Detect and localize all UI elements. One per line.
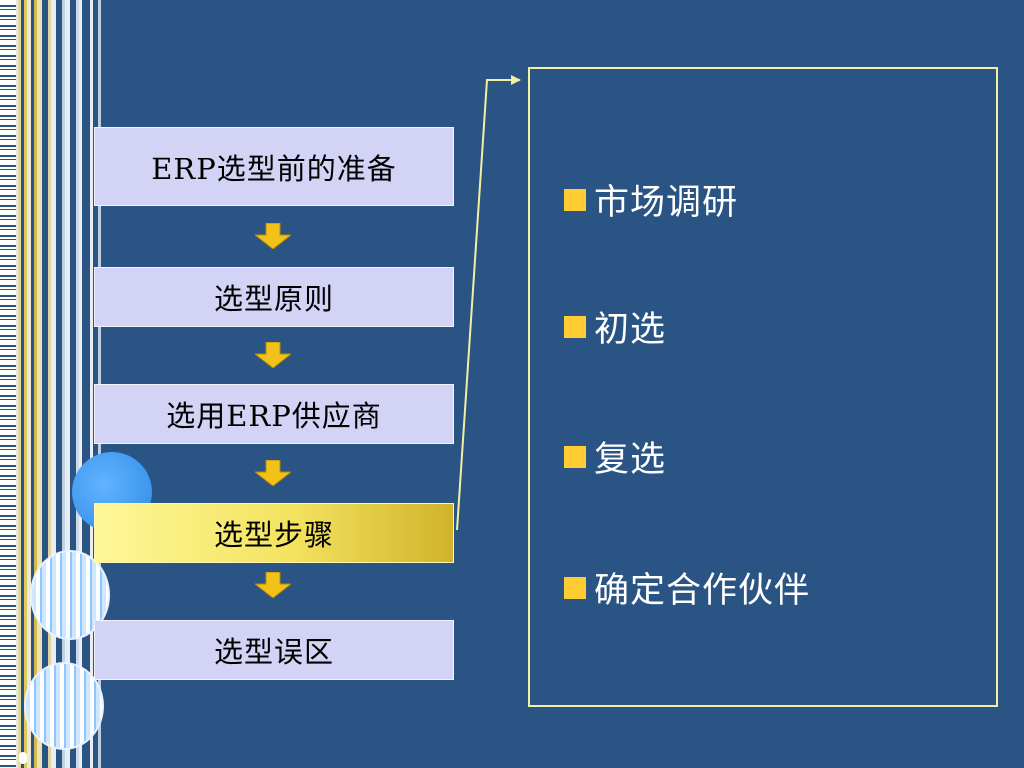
step-selection-steps[interactable]: 选型步骤 — [94, 503, 454, 563]
connector-arrowhead-icon — [511, 75, 521, 85]
step-label: 选用ERP供应商 — [166, 399, 382, 433]
square-bullet-icon — [564, 188, 586, 211]
decorative-left-strip — [0, 0, 18, 768]
detail-item-preliminary-selection: 初选 — [564, 301, 666, 352]
square-bullet-icon — [564, 315, 586, 338]
detail-item-label: 市场调研 — [594, 183, 739, 223]
decorative-dot — [19, 752, 27, 764]
down-arrow-icon — [255, 460, 291, 486]
square-bullet-icon — [564, 445, 586, 468]
down-arrow-icon — [255, 223, 291, 249]
detail-item-label: 复选 — [594, 440, 667, 480]
step-label: 选型原则 — [213, 282, 334, 316]
down-arrow-icon — [255, 342, 291, 368]
step-label: ERP选型前的准备 — [151, 151, 397, 186]
step-label: 选型步骤 — [213, 518, 334, 552]
detail-item-confirm-partner: 确定合作伙伴 — [564, 562, 810, 613]
step-selection-pitfalls[interactable]: 选型误区 — [94, 620, 454, 680]
detail-item-label: 初选 — [594, 310, 667, 350]
step-choose-erp-vendor[interactable]: 选用ERP供应商 — [94, 384, 454, 444]
decorative-stripes — [18, 0, 106, 768]
detail-item-second-selection: 复选 — [564, 431, 666, 482]
step-selection-principles[interactable]: 选型原则 — [94, 267, 454, 327]
square-bullet-icon — [564, 576, 586, 599]
decorative-striped-circle-bottom — [24, 662, 104, 750]
step-label: 选型误区 — [213, 635, 334, 669]
step-erp-preparation[interactable]: ERP选型前的准备 — [94, 127, 454, 206]
down-arrow-icon — [255, 572, 291, 598]
detail-item-market-research: 市场调研 — [564, 174, 738, 225]
detail-panel: 市场调研 初选 复选 确定合作伙伴 — [528, 67, 998, 707]
detail-item-label: 确定合作伙伴 — [594, 571, 811, 611]
